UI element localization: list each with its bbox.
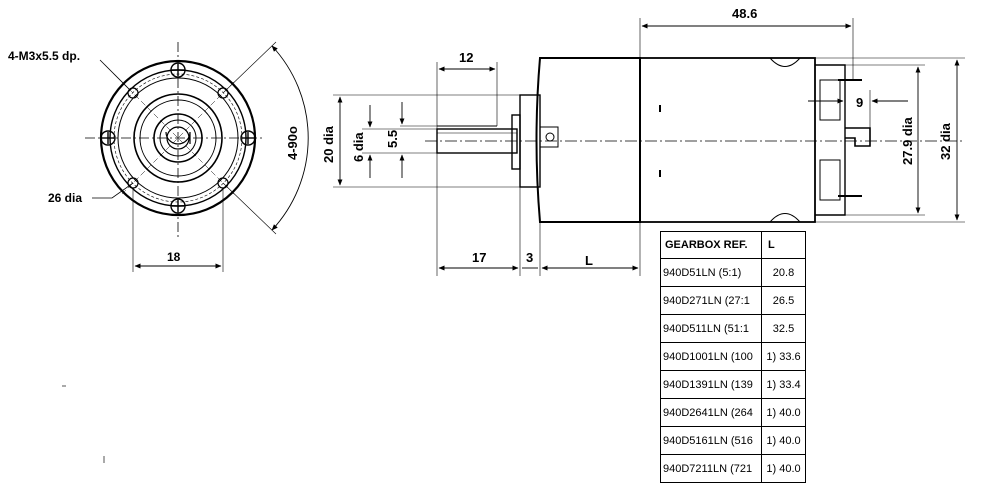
table-header-row: GEARBOX REF. L: [660, 231, 806, 259]
label-3: 3: [526, 250, 533, 265]
label-12: 12: [459, 50, 473, 65]
length-cell: 1) 33.6: [761, 342, 806, 371]
length-cell: 1) 40.0: [761, 398, 806, 427]
label-6-dia: 6 dia: [351, 132, 366, 162]
gearbox-ref-cell: 940D511LN (51:1: [660, 314, 762, 343]
length-cell: 1) 40.0: [761, 454, 806, 483]
label-5-5: 5.5: [385, 130, 400, 148]
length-cell: 1) 33.4: [761, 370, 806, 399]
label-9: 9: [856, 95, 863, 110]
table-row: 940D51LN (5:1)20.8: [660, 258, 806, 287]
label-48-6: 48.6: [732, 6, 757, 21]
label-26-dia: 26 dia: [48, 191, 82, 205]
side-view: [333, 18, 965, 276]
gearbox-ref-cell: 940D7211LN (721: [660, 454, 762, 483]
gearbox-ref-cell: 940D2641LN (264: [660, 398, 762, 427]
gearbox-ref-cell: 940D1391LN (139: [660, 370, 762, 399]
length-cell: 20.8: [761, 258, 806, 287]
length-cell: 32.5: [761, 314, 806, 343]
gearbox-table: GEARBOX REF. L 940D51LN (5:1)20.8 940D27…: [660, 231, 806, 483]
gearbox-ref-cell: 940D1001LN (100: [660, 342, 762, 371]
label-17: 17: [472, 250, 486, 265]
gearbox-ref-cell: 940D51LN (5:1): [660, 258, 762, 287]
label-32-dia: 32 dia: [938, 122, 953, 160]
length-cell: 26.5: [761, 286, 806, 315]
label-20-dia: 20 dia: [321, 125, 336, 163]
label-27-9-dia: 27.9 dia: [900, 117, 915, 165]
gearbox-ref-cell: 940D5161LN (516: [660, 426, 762, 455]
header-L: L: [761, 231, 806, 259]
label-L: L: [585, 253, 593, 268]
label-4-90o: 4-90o: [285, 126, 300, 160]
length-cell: 1) 40.0: [761, 426, 806, 455]
front-view: [85, 41, 309, 272]
header-gearbox-ref: GEARBOX REF.: [660, 231, 762, 259]
label-holes: 4-M3x5.5 dp.: [8, 49, 80, 63]
gearbox-ref-cell: 940D271LN (27:1: [660, 286, 762, 315]
scan-specks: [62, 385, 105, 463]
label-18: 18: [167, 250, 181, 264]
